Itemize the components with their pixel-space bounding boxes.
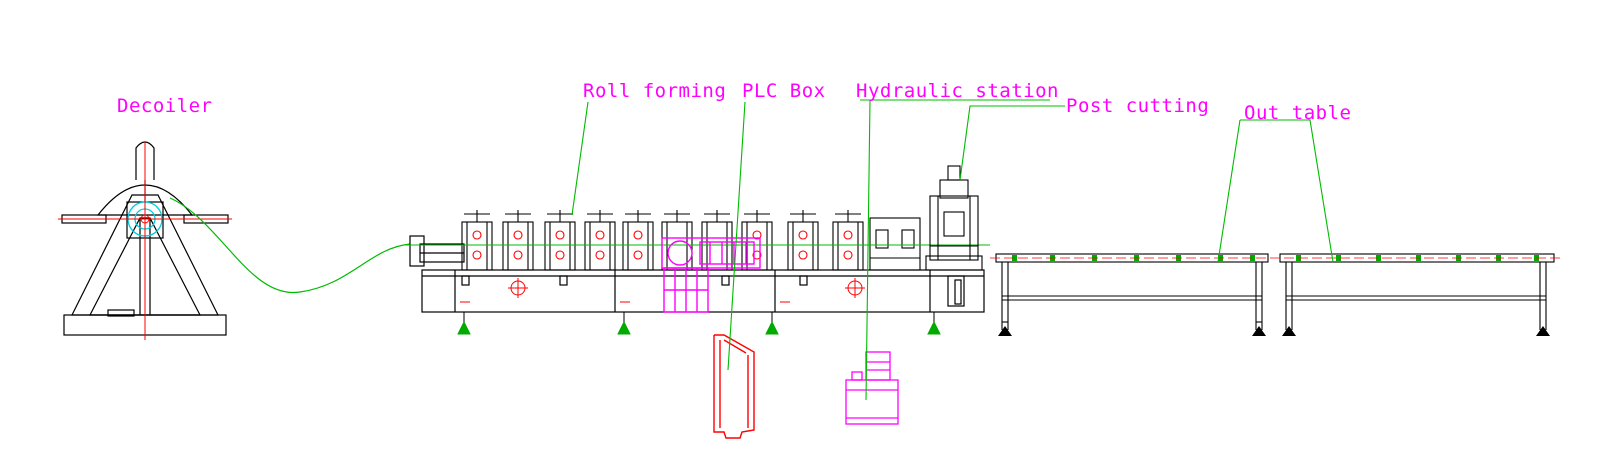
roll-stand: [461, 210, 493, 271]
plc-box: [713, 334, 755, 439]
gearbox-motor: [661, 237, 761, 313]
decoiler-centerlines: [58, 142, 232, 340]
roll-stand: [701, 210, 733, 271]
coil-strip-line: [169, 197, 411, 294]
label-roll-forming: Roll forming: [583, 80, 726, 102]
out-table-1: [995, 253, 1269, 330]
roll-stand: [622, 210, 654, 271]
label-plc-box: PLC Box: [742, 80, 826, 102]
roll-stand: [661, 210, 693, 271]
roll-stand: [832, 210, 864, 271]
roll-forming-leader: [571, 101, 589, 216]
out-table-2: [1279, 253, 1555, 330]
leader-lines: [571, 99, 1334, 401]
label-post-cutting: Post cutting: [1066, 95, 1209, 117]
roll-stand: [741, 210, 773, 271]
hydraulic-station: [845, 351, 899, 425]
roll-stand: [584, 210, 616, 271]
roll-stands: [461, 210, 921, 271]
roll-stand: [544, 210, 576, 271]
label-decoiler: Decoiler: [117, 95, 213, 117]
straightener-unit: [869, 217, 921, 271]
roll-forming-base-marks: [460, 278, 865, 303]
roll-stand: [502, 210, 534, 271]
roll-stand: [787, 210, 819, 271]
label-hydraulic-station: Hydraulic station: [856, 80, 1059, 102]
out-table-feet: [998, 326, 1550, 336]
hydraulic-station-drop: [865, 99, 871, 401]
out-table-leader-2: [1240, 119, 1334, 263]
plc-box-leader: [727, 101, 746, 371]
out-table-leader: [1217, 119, 1241, 263]
label-out-table: Out table: [1244, 102, 1351, 124]
machine-feet: [457, 320, 941, 335]
post-cutting-leader: [959, 105, 1065, 181]
post-cutting-unit: [925, 165, 983, 271]
machine-feet-bolts: [463, 312, 935, 322]
decoiler-axle: [140, 214, 150, 224]
